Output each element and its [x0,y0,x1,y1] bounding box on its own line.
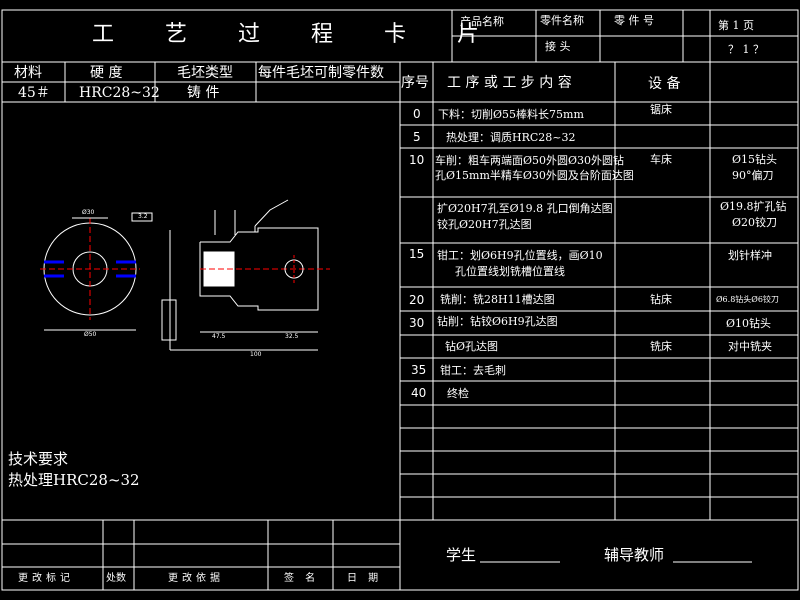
signature-label: 签 名 [284,573,320,584]
row-content-line2: 孔Ø15mm半精车Ø30外圆及台阶面达图 [435,169,634,182]
roughness-label: 3.2 [138,213,148,220]
row-seq: 20 [409,293,425,307]
tech-req-heat: 热处理HRC28~32 [8,471,140,489]
row-seq: 10 [409,153,425,167]
hardness-value: HRC28~32 [79,85,160,101]
row-tool: 划针样冲 [728,249,772,262]
row-content: 铣削：铣28H11槽达图 [440,293,555,306]
row-equipment: 锯床 [650,103,672,116]
dim-label: Ø30 [82,209,95,216]
section-view-drawing [161,199,330,351]
date-label: 日 期 [347,573,383,584]
row-content: 热处理：调质HRC28~32 [446,131,576,144]
seq-header: 序号 [401,75,429,91]
page-label: 第 1 页 [718,19,754,32]
row-tool: 对中铣夹 [728,340,772,353]
equipment-header: 设 备 [648,76,681,92]
count-label: 处数 [106,573,126,584]
row-content: 下料：切削Ø55棒料长75mm [438,108,584,121]
card-title: 工 艺 过 程 卡 片 [92,22,501,47]
row-tool-line2: Ø20铰刀 [732,216,778,229]
hardness-label: 硬 度 [90,65,123,81]
row-seq: 35 [411,363,427,377]
student-label: 学生 [446,546,477,564]
page-total: ？ 1 ？ [728,43,764,56]
row-tool: Ø15钻头 [732,153,778,166]
row-equipment: 铣床 [650,340,672,353]
row-content: 钳工：划Ø6H9孔位置线，画Ø10 [437,249,603,262]
row-seq: 30 [409,316,425,330]
row-equipment: 车床 [650,153,672,166]
parts-per-blank-label: 每件毛坯可制零件数 [258,65,384,81]
end-view-drawing [40,212,153,331]
row-content: 钻Ø孔达图 [445,340,499,353]
product-name-label: 产品名称 [460,15,504,28]
row-tool: Ø19.8扩孔钻 [720,200,787,213]
row-tool: Ø10钻头 [726,317,772,330]
row-content-line2: 铰孔Ø20H7孔达图 [437,218,532,231]
row-seq: 0 [413,107,421,121]
dim-label: Ø50 [84,331,97,338]
change-mark-label: 更改标记 [18,573,74,584]
row-tool-line2: 90°偏刀 [732,169,774,182]
tech-req-title: 技术要求 [8,450,69,468]
part-no-label: 零 件 号 [614,14,654,27]
row-content: 钻削：钻铰Ø6H9孔达图 [437,315,558,328]
blank-type-value: 铸 件 [187,85,220,101]
part-name-value: 接 头 [545,40,571,53]
material-label: 材料 [14,65,42,81]
change-basis-label: 更改依据 [168,573,224,584]
advisor-label: 辅导教师 [604,546,665,564]
dim-label: 47.5 [212,333,226,340]
blank-type-label: 毛坯类型 [177,65,233,81]
row-content-line2: 孔位置线划铣槽位置线 [455,265,565,278]
row-content: 车削：粗车两端面Ø50外圆Ø30外圆钻 [435,154,625,167]
row-seq: 40 [411,386,427,400]
dim-label: 32.5 [285,333,299,340]
row-seq: 15 [409,247,425,261]
part-name-label: 零件名称 [540,14,584,27]
dim-label: 100 [250,351,262,358]
row-content: 扩Ø20H7孔至Ø19.8 孔口倒角达图 [437,202,613,215]
material-value: 45＃ [18,85,50,101]
row-seq: 5 [413,130,421,144]
content-header: 工 序 或 工 步 内 容 [447,75,572,91]
row-content: 钳工：去毛刺 [440,364,506,377]
row-content: 终检 [447,387,469,400]
row-tool: Ø6.8钻头Ø6铰刀 [716,295,779,304]
row-equipment: 钻床 [650,293,672,306]
